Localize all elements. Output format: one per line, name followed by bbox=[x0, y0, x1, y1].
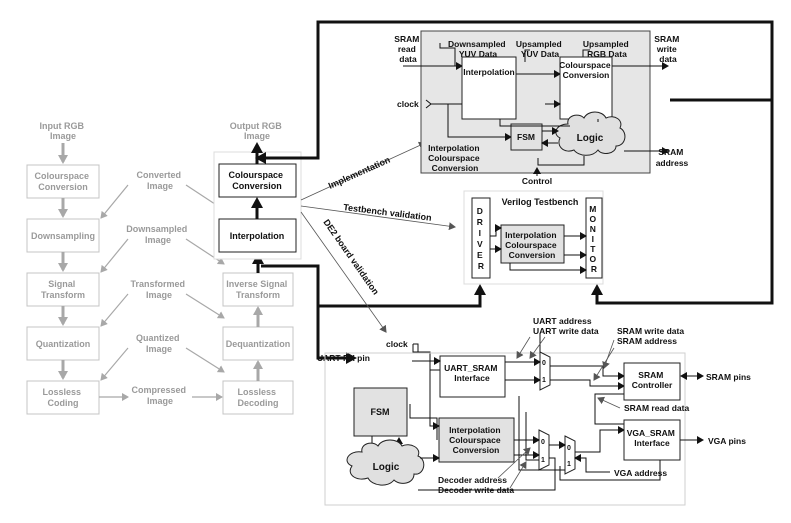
interpolation-label: Interpolation bbox=[230, 231, 285, 241]
sram-write-data-label: SRAM write data bbox=[654, 34, 681, 64]
board-input-wire bbox=[261, 264, 357, 364]
testbench-dut-block bbox=[500, 224, 565, 264]
impl-interpolation-block bbox=[461, 56, 517, 120]
colourspace-conversion-label: Colourspace Conversion bbox=[34, 171, 91, 192]
impl-colourspace-block bbox=[559, 56, 613, 120]
compressed-image-label: Compressed Image bbox=[131, 385, 188, 406]
board-panel: clock UART RX pin UART address UART writ… bbox=[317, 316, 751, 506]
lossless-coding-label: Lossless Coding bbox=[42, 387, 83, 408]
board-sram-address-label: SRAM address bbox=[617, 336, 677, 346]
impl-control-label: Control bbox=[522, 176, 552, 186]
vga-address-label: VGA address bbox=[614, 468, 667, 478]
impl-colourspace-label: Colourspace Conversion bbox=[559, 60, 613, 80]
testbench-input-wire bbox=[316, 266, 486, 308]
board-dut-block bbox=[438, 417, 515, 463]
impl-fsm-block bbox=[510, 123, 543, 151]
impl-fsm-label: FSM bbox=[517, 132, 535, 142]
downsampled-image-label: Downsampled Image bbox=[126, 224, 190, 245]
downsampling-box bbox=[26, 218, 100, 253]
lossless-coding-box bbox=[26, 380, 100, 415]
upsampled-yuv-data-label: Upsampled YUV Data bbox=[516, 39, 564, 59]
converted-image-label: Converted Image bbox=[136, 170, 183, 191]
testbench-title: Verilog Testbench bbox=[502, 197, 579, 207]
vga-pins-label: VGA pins bbox=[708, 436, 746, 446]
implementation-return-wire bbox=[259, 20, 774, 160]
output-colourspace-conversion-label: Colourspace Conversion bbox=[228, 170, 285, 191]
uart-write-data-label: UART write data bbox=[533, 326, 599, 336]
board-logic-label: Logic bbox=[373, 462, 400, 473]
transformed-image-label: Transformed Image bbox=[130, 279, 187, 300]
vga-sram-interface-block bbox=[623, 419, 681, 461]
implementation-link-label: Implementation bbox=[327, 155, 392, 191]
driver-label: D R I V E R bbox=[477, 206, 486, 271]
sram-controller-label: SRAM Controller bbox=[632, 370, 673, 390]
board-sram-write-data-label: SRAM write data bbox=[617, 326, 684, 336]
impl-interpolation-label: Interpolation bbox=[463, 67, 514, 77]
sram-pins-label: SRAM pins bbox=[706, 372, 751, 382]
vga-mux-in0: 0 bbox=[567, 445, 571, 452]
output-colourspace-conversion-box bbox=[218, 163, 297, 198]
board-sram-read-data-label: SRAM read data bbox=[624, 403, 689, 413]
board-frame bbox=[324, 352, 686, 506]
decoder-write-data-label: Decoder write data bbox=[438, 485, 514, 495]
downsampling-label: Downsampling bbox=[31, 231, 95, 241]
sram-read-data-label: SRAM read data bbox=[394, 34, 421, 64]
board-fsm-label: FSM bbox=[371, 407, 390, 417]
de2-board-validation-link-label: DE2 board validation bbox=[321, 217, 381, 296]
uart-sram-interface-block bbox=[439, 355, 506, 398]
board-logic-cloud bbox=[346, 439, 425, 486]
decoder-mux bbox=[538, 429, 550, 471]
monitor-label: M O N I T O R bbox=[589, 204, 598, 274]
uart-sram-interface-label: UART_SRAM Interface bbox=[444, 363, 500, 383]
lossless-decoding-box bbox=[222, 380, 294, 415]
downsampled-yuv-data-label: Downsampled YUV Data bbox=[448, 39, 508, 59]
impl-logic-label: Logic bbox=[577, 133, 604, 144]
uart-mux-in0: 0 bbox=[542, 360, 546, 367]
decoder-mux-in1: 1 bbox=[541, 457, 545, 464]
board-dut-label: Interpolation Colourspace Conversion bbox=[449, 425, 503, 455]
dequantization-label: Dequantization bbox=[226, 339, 291, 349]
uart-address-label: UART address bbox=[533, 316, 592, 326]
decoder-mux-in0: 0 bbox=[541, 439, 545, 446]
input-rgb-image-label: Input RGB Image bbox=[39, 121, 86, 141]
vga-mux-in1: 1 bbox=[567, 461, 571, 468]
codec-pipeline: Input RGB Image Colourspace Conversion D… bbox=[26, 121, 302, 415]
uart-mux bbox=[539, 351, 551, 391]
decoder-address-label: Decoder address bbox=[438, 475, 507, 485]
monitor-return-wire bbox=[591, 100, 774, 305]
impl-clock-label: clock bbox=[397, 99, 419, 109]
impl-logic-cloud bbox=[555, 111, 626, 156]
lossless-decoding-label: Lossless Decoding bbox=[237, 387, 278, 408]
board-fsm-block bbox=[353, 387, 408, 437]
testbench-validation-link-label: Testbench validation bbox=[343, 202, 432, 223]
testbench-dut-label: Interpolation Colourspace Conversion bbox=[505, 230, 559, 260]
impl-unit-caption: Interpolation Colourspace Conversion bbox=[428, 143, 482, 173]
impl-sram-address-label: SRAM address bbox=[656, 147, 689, 168]
inverse-signal-transform-label: Inverse Signal Transform bbox=[226, 279, 290, 300]
board-clock-label: clock bbox=[386, 339, 408, 349]
signal-transform-box bbox=[26, 272, 100, 307]
sram-controller-block bbox=[623, 362, 681, 401]
upsampled-rgb-data-label: Upsampled RGB Data bbox=[583, 39, 631, 59]
vga-mux bbox=[564, 435, 576, 475]
signal-transform-label: Signal Transform bbox=[41, 279, 85, 300]
driver-block bbox=[471, 197, 491, 279]
quantization-label: Quantization bbox=[36, 339, 91, 349]
uart-rx-pin-label: UART RX pin bbox=[317, 353, 370, 363]
testbench-panel: Verilog Testbench D R I V E R M O N I T … bbox=[463, 190, 604, 285]
implementation-panel: SRAM read data Downsampled YUV Data Upsa… bbox=[394, 30, 689, 186]
output-rgb-image-label: Output RGB Image bbox=[230, 121, 285, 141]
dequantization-box bbox=[222, 326, 294, 361]
quantized-image-label: Quantized Image bbox=[136, 333, 182, 354]
uart-mux-in1: 1 bbox=[542, 377, 546, 384]
vga-sram-interface-label: VGA_SRAM Interface bbox=[627, 428, 678, 448]
